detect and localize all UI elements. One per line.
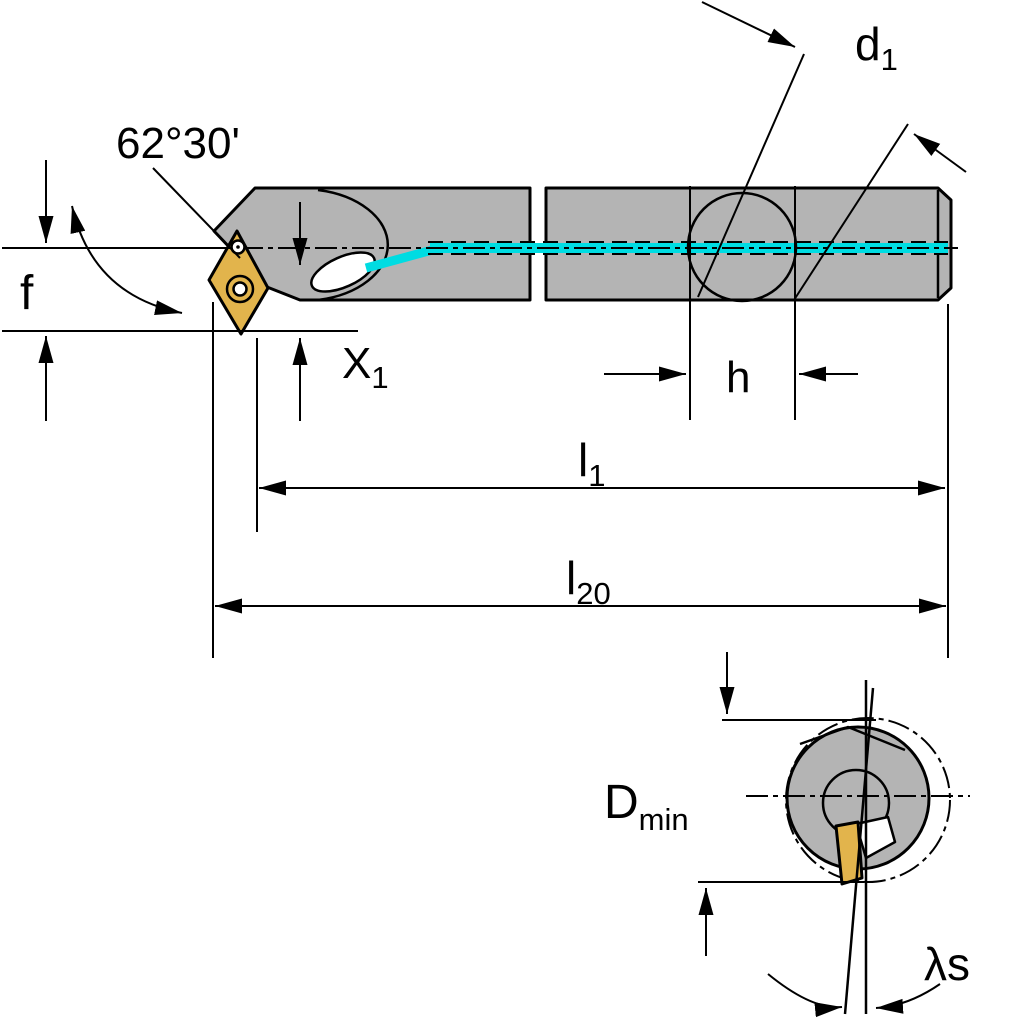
coolant-outlet-pocket — [310, 251, 376, 293]
angle-arc-arrow — [70, 205, 183, 316]
end-view-facets — [799, 725, 906, 752]
min-bore-circle — [785, 717, 951, 883]
insert-clamp-hole-outer — [225, 274, 255, 304]
diameter-extension-line — [697, 53, 805, 298]
dimension-l20: l20 — [212, 302, 949, 658]
tool-side-view — [212, 186, 953, 302]
leader-arrow — [701, 1, 796, 48]
dimension-dmin: Dmin — [604, 652, 876, 956]
dimension-x1: X1 — [292, 202, 389, 421]
dimension-d1: d1 — [697, 1, 967, 301]
angle-reference-line — [152, 167, 241, 259]
label-x1: X1 — [342, 339, 389, 395]
dimension-l1: l1 — [256, 338, 945, 532]
label-h: h — [726, 353, 750, 402]
cutting-insert-side-view — [207, 229, 270, 336]
tool-end-view — [746, 680, 970, 1015]
lambda-inclination-line — [843, 687, 875, 1015]
leader-arrow — [913, 133, 967, 173]
label-l1: l1 — [578, 434, 605, 493]
label-l20: l20 — [566, 552, 611, 611]
label-head-angle: 62°30' — [116, 119, 240, 168]
label-lambda-s: λs — [924, 938, 970, 990]
insert-clamp-hole-inner — [232, 281, 248, 297]
angle-arc-arrow — [767, 973, 843, 1018]
label-dmin: Dmin — [604, 776, 689, 837]
coolant-jet — [364, 244, 438, 273]
label-f: f — [20, 267, 34, 320]
cutting-insert-end-view — [834, 820, 864, 886]
label-d1: d1 — [855, 18, 898, 77]
dimension-h: h — [604, 186, 858, 420]
diameter-extension-line — [793, 123, 909, 301]
angle-arc-arrow — [875, 983, 941, 1014]
dimension-head-angle: 62°30' — [70, 119, 241, 316]
insert-nose-detail-dot — [236, 245, 240, 249]
dimension-lambda-s: λs — [767, 938, 970, 1018]
head-transition-curve — [317, 188, 389, 302]
